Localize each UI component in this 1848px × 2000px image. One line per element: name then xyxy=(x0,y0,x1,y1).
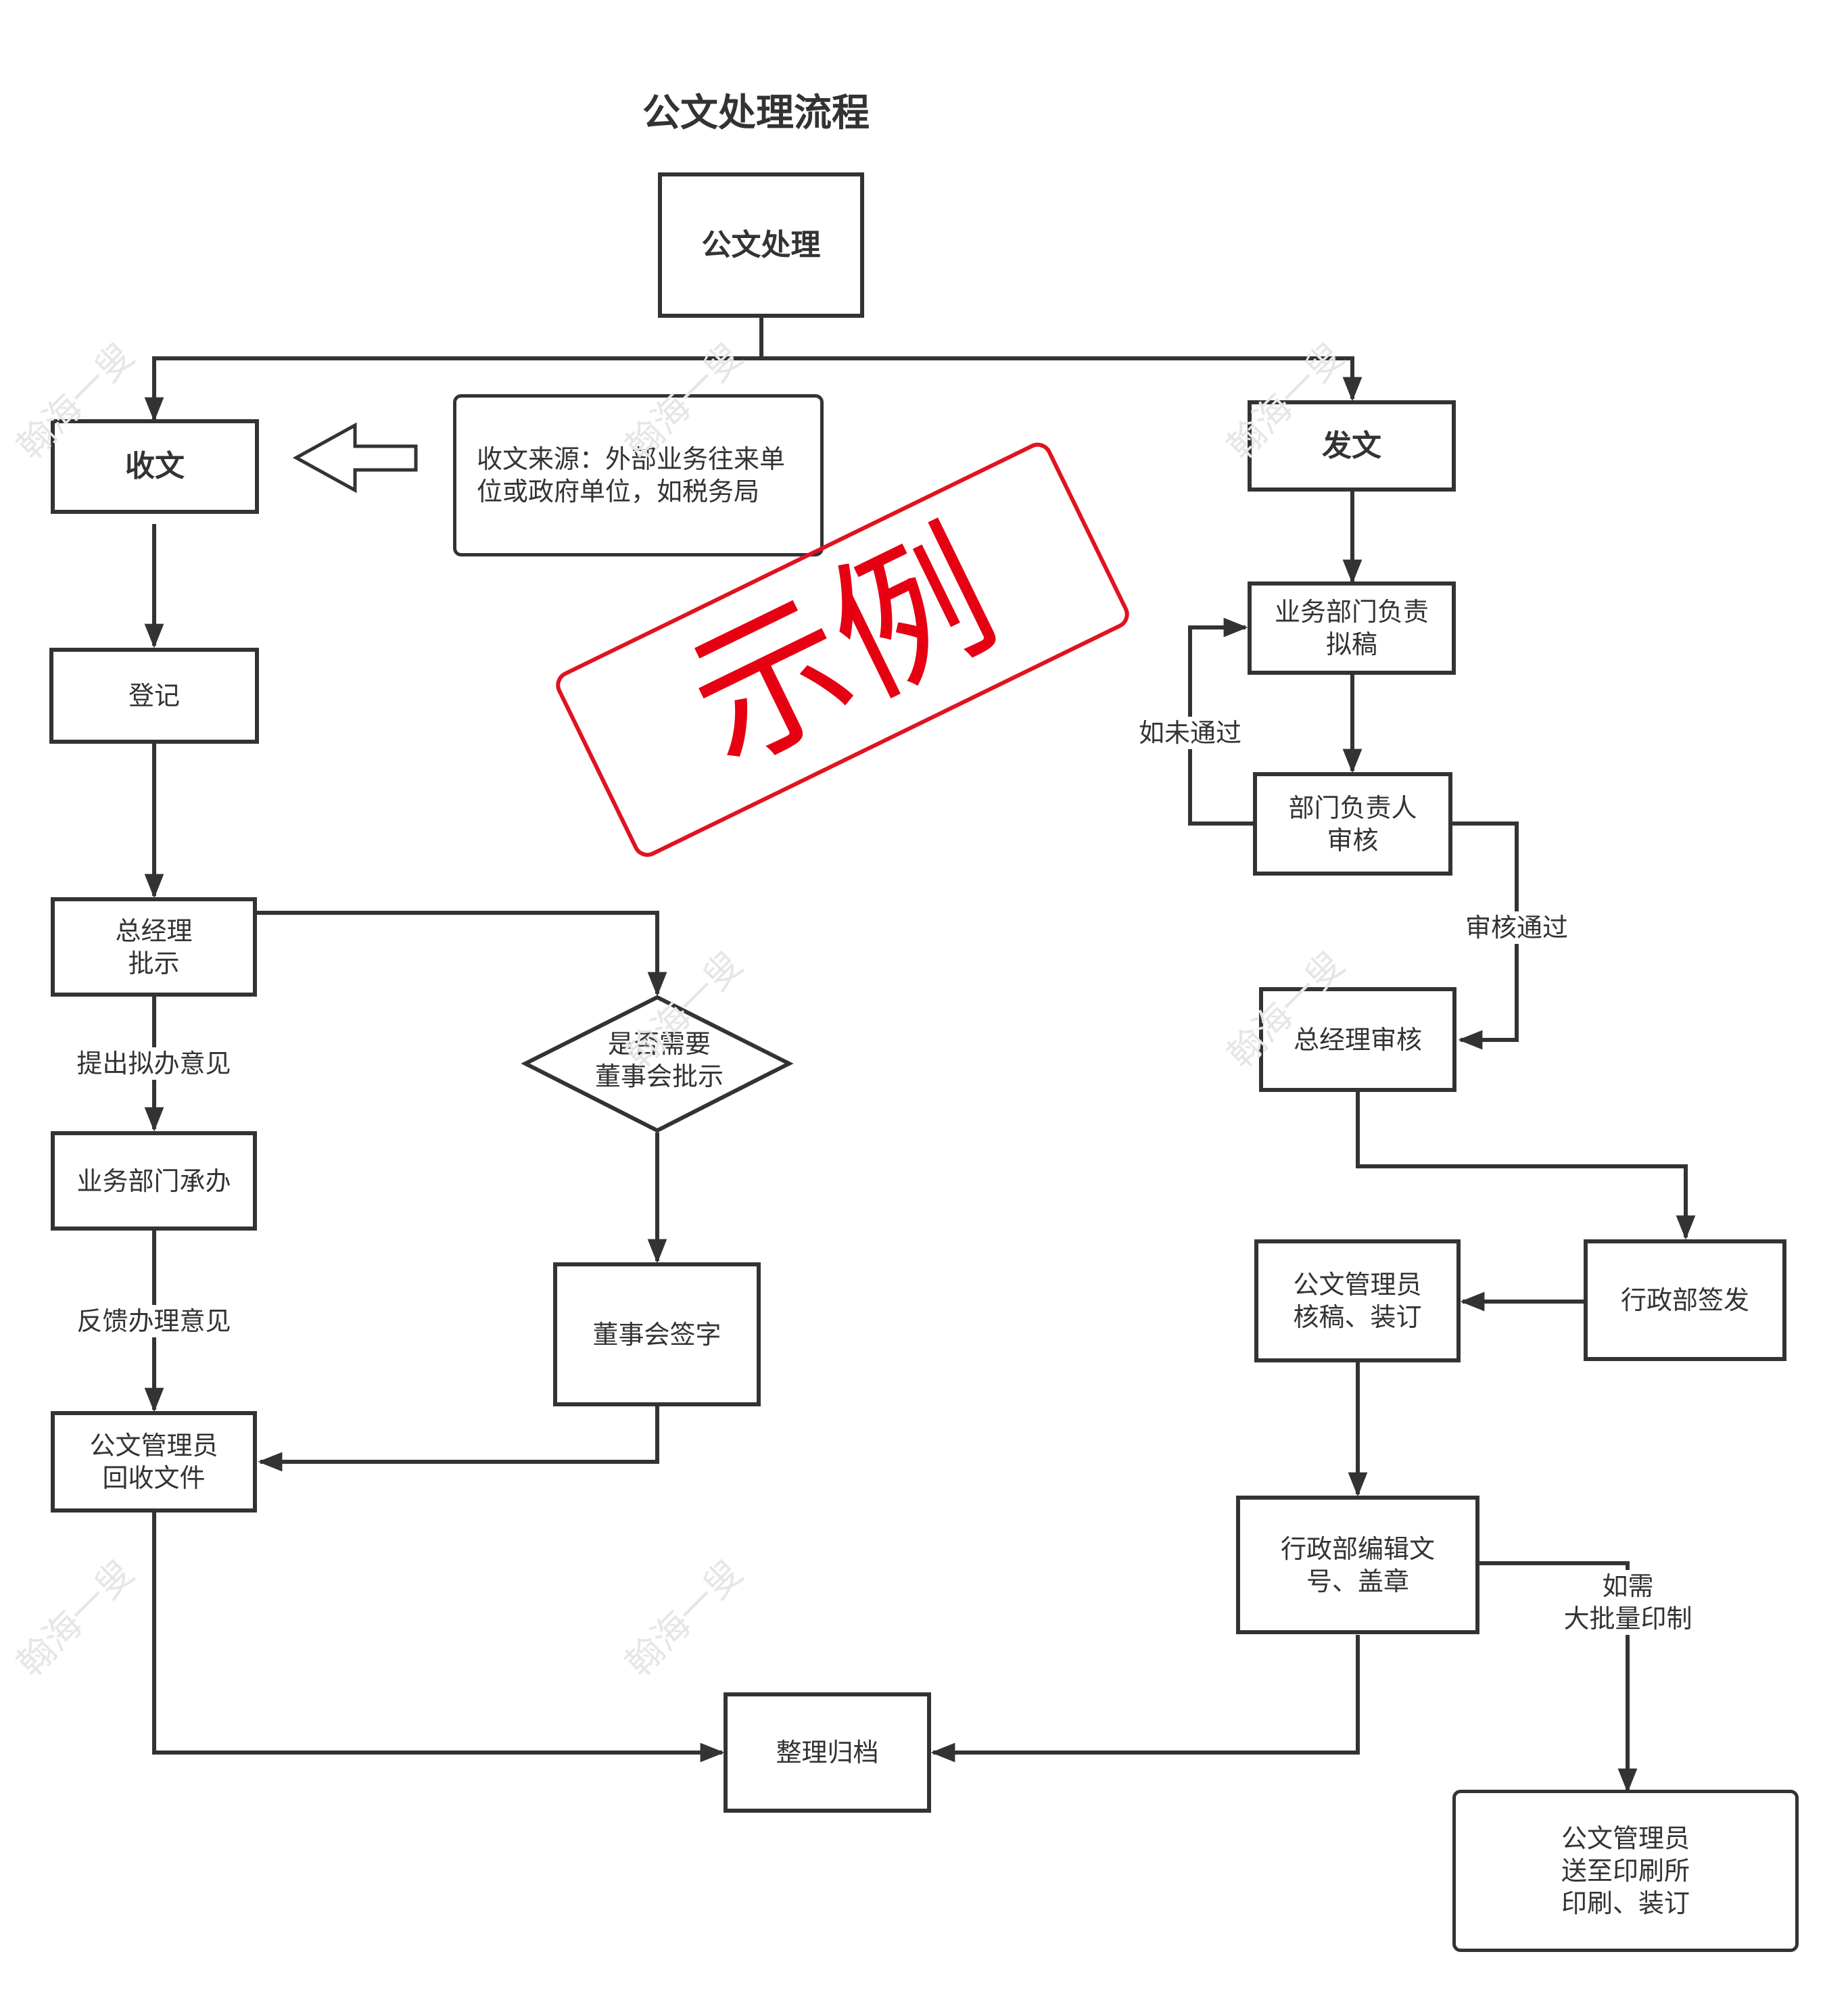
edge-split-send xyxy=(761,356,1363,402)
edge-collect-archive xyxy=(152,1513,725,1763)
node-receive: 收文 xyxy=(51,419,259,514)
edge-label-feedback: 反馈办理意见 xyxy=(71,1305,237,1337)
decision-diamond xyxy=(521,995,794,1133)
node-print: 公文管理员 送至印刷所 印刷、装订 xyxy=(1452,1790,1799,1952)
node-send: 发文 xyxy=(1248,400,1456,492)
node-source-note: 收文来源：外部业务往来单 位或政府单位，如税务局 xyxy=(453,394,824,556)
edge-gm-admin-issue xyxy=(1356,1092,1696,1240)
edge-edit-archive xyxy=(930,1635,1360,1763)
edge-board-collect xyxy=(258,1406,659,1472)
node-draft: 业务部门负责 拟稿 xyxy=(1248,581,1456,675)
page-title: 公文处理流程 xyxy=(642,91,870,135)
node-gm-review: 总经理审核 xyxy=(1259,987,1456,1092)
edge-label-not-passed: 如未通过 xyxy=(1133,717,1248,749)
node-admin-edit: 行政部编辑文 号、盖章 xyxy=(1236,1496,1479,1634)
edge-label-mass-print: 如需 大批量印制 xyxy=(1555,1570,1701,1635)
node-collect: 公文管理员 回收文件 xyxy=(51,1411,257,1513)
node-archive: 整理归档 xyxy=(724,1692,931,1813)
node-gm-instruct: 总经理 批示 xyxy=(51,897,257,997)
node-board-sign: 董事会签字 xyxy=(553,1262,761,1406)
hollow-arrow-icon xyxy=(292,422,418,494)
decision-label: 是否需要 董事会批示 xyxy=(594,1029,724,1091)
node-dept-handle: 业务部门承办 xyxy=(51,1131,257,1231)
node-doc-check: 公文管理员 核稿、装订 xyxy=(1254,1239,1461,1362)
edge-label-passed: 审核通过 xyxy=(1459,911,1574,944)
node-root: 公文处理 xyxy=(658,172,864,318)
edge-edit-print xyxy=(1479,1561,1638,1793)
edge-label-propose: 提出拟办意见 xyxy=(71,1047,237,1080)
edge-split-receive xyxy=(144,356,761,422)
node-dept-review: 部门负责人 审核 xyxy=(1253,772,1452,876)
node-admin-issue: 行政部签发 xyxy=(1584,1239,1786,1361)
node-register: 登记 xyxy=(49,648,259,744)
edge-gm-decision xyxy=(257,911,667,997)
